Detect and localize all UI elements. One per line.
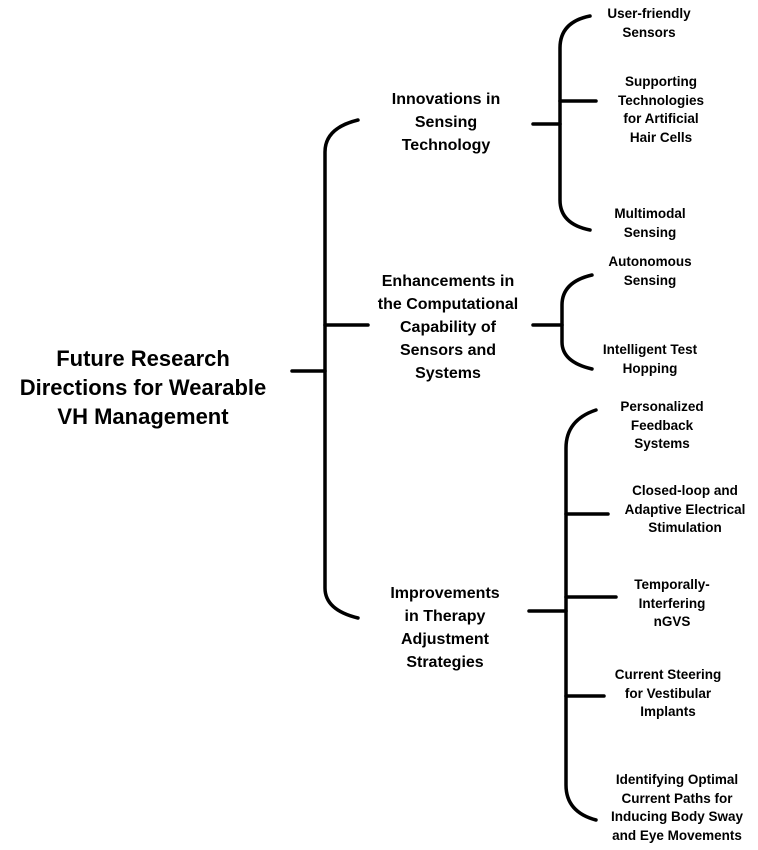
branch-line: Strategies (406, 654, 484, 671)
root-line: VH Management (57, 404, 229, 429)
main-bracket (323, 118, 360, 620)
leaf-line: Intelligent Test (602, 342, 698, 357)
leaf-line: for Vestibular (624, 685, 712, 701)
leaf-line: Inducing Body Sway (610, 809, 743, 824)
leaf-line: Identifying Optimal (615, 772, 739, 787)
leaf-user-friendly-sensors: User-friendly Sensors (564, 5, 734, 42)
branch-line: in Therapy (404, 608, 486, 625)
leaf-line: Autonomous (608, 254, 692, 269)
branch-line: Sensing (414, 114, 478, 131)
leaf-line: Feedback (630, 417, 694, 433)
branch-line: Adjustment (401, 631, 489, 648)
leaf-closed-loop-stimulation: Closed-loop and Adaptive Electrical Stim… (600, 482, 758, 538)
branch-1-label: Innovations in Sensing Technology (351, 88, 541, 157)
branch-1-bracket (558, 14, 592, 232)
branch-line: Systems (415, 365, 481, 382)
leaf-line: nGVS (653, 614, 691, 629)
leaf-line: Current Paths for (621, 790, 733, 806)
leaf-line: Closed-loop and (632, 483, 738, 498)
branch-3-label: Improvements in Therapy Adjustment Strat… (350, 582, 540, 674)
leaf-line: User-friendly (607, 6, 691, 21)
leaf-line: Sensing (623, 224, 677, 240)
leaf-autonomous-sensing: Autonomous Sensing (565, 253, 735, 290)
leaf-temporally-interfering-ngvs: Temporally- Interfering nGVS (587, 576, 757, 632)
leaf-line: Implants (640, 704, 696, 719)
branch-line: Capability of (399, 319, 496, 336)
branch-line: Improvements (390, 585, 500, 602)
root-line: Directions for Wearable (19, 375, 267, 400)
leaf-line: Sensing (623, 272, 677, 288)
leaf-optimal-current-paths: Identifying Optimal Current Paths for In… (592, 771, 758, 845)
leaf-line: Temporally- (634, 577, 710, 592)
leaf-intelligent-test-hopping: Intelligent Test Hopping (565, 341, 735, 378)
leaf-line: Sensors (622, 24, 676, 40)
branch-line: Technology (401, 137, 491, 154)
leaf-line: Interfering (638, 595, 706, 611)
branch-2-bracket (560, 273, 594, 371)
leaf-line: Supporting (625, 74, 697, 89)
leaf-line: Adaptive Electrical (624, 501, 746, 517)
branch-line: Innovations in (391, 91, 501, 108)
leaf-line: Hair Cells (629, 129, 693, 145)
leaf-line: for Artificial (623, 111, 699, 126)
leaf-artificial-hair-cells: Supporting Technologies for Artificial H… (576, 73, 746, 147)
leaf-current-steering: Current Steering for Vestibular Implants (583, 666, 753, 722)
leaf-line: Systems (634, 436, 690, 451)
branch-2-label: Enhancements in the Computational Capabi… (353, 270, 543, 385)
branch-line: the Computational (377, 296, 519, 313)
leaf-line: Current Steering (614, 667, 722, 682)
root-node-label: Future Research Directions for Wearable … (0, 344, 293, 431)
branch-line: Enhancements in (381, 273, 515, 290)
leaf-line: Personalized (620, 399, 704, 414)
leaf-personalized-feedback: Personalized Feedback Systems (577, 398, 747, 454)
leaf-line: Multimodal (614, 206, 686, 221)
leaf-line: Technologies (617, 92, 704, 108)
root-line: Future Research (56, 346, 230, 371)
leaf-multimodal-sensing: Multimodal Sensing (565, 205, 735, 242)
branch-3-bracket (564, 408, 598, 822)
leaf-line: Stimulation (648, 520, 722, 535)
leaf-line: and Eye Movements (612, 827, 742, 843)
branch-line: Sensors and (399, 342, 497, 359)
leaf-line: Hopping (622, 360, 678, 376)
